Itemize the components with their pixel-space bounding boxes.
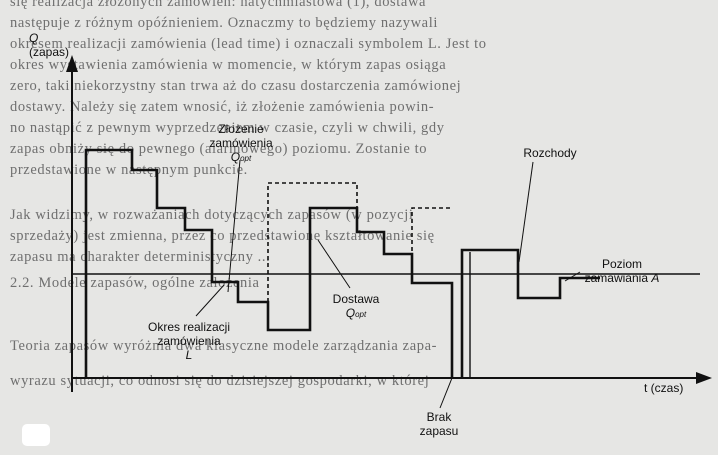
y-axis-label: Q (zapas) xyxy=(29,31,69,59)
stockout-label: Brak zapasu xyxy=(419,410,459,438)
stockout-leader xyxy=(439,377,453,409)
y-axis-arrow xyxy=(66,55,78,72)
order-leader xyxy=(227,159,241,293)
reorder-leader xyxy=(564,271,581,282)
background-text-line: Jak widzimy, w rozważaniach dotyczących … xyxy=(10,207,414,223)
usage-leader xyxy=(518,161,534,263)
order-label: Złożenie zamówienia Qopt xyxy=(209,122,273,164)
background-text-line: Teoria zapasów wyróżnia dwa klasyczne mo… xyxy=(10,338,438,354)
lead-time-leader xyxy=(195,284,225,317)
background-text-line: sprzedaży) jest zmienna, przez co przeds… xyxy=(10,228,435,244)
inventory-level-line xyxy=(84,148,454,378)
background-text-line: przedstawione w następnym punkcie. xyxy=(10,162,248,178)
corner-white-box xyxy=(22,424,50,446)
x-axis-label: t (czas) xyxy=(644,381,684,395)
background-text-line: okresem realizacji zamówienia (lead time… xyxy=(10,36,487,52)
y-axis-description: (zapas) xyxy=(29,45,70,59)
y-axis-symbol: Q xyxy=(29,31,39,45)
background-text-line: zapasu ma charakter deterministyczny ... xyxy=(10,249,271,265)
planned-delivery-dashed-2 xyxy=(411,207,452,258)
background-text-line: się realizacja złożonych zamówień: natyc… xyxy=(10,0,427,10)
reorder-level-label: Poziom zamawiania A xyxy=(584,257,660,285)
inventory-level-line-2 xyxy=(460,248,600,378)
delivery-label: Dostawa Qopt xyxy=(332,292,380,320)
background-text-line: dostawy. Należy się zatem wnosić, iż zło… xyxy=(10,99,435,115)
background-text-line: zero, taki niekorzystny stan trwa aż do … xyxy=(10,78,462,94)
background-text-line: następuje z różnym opóźnieniem. Oznaczmy… xyxy=(10,15,438,31)
background-text-line: no nastąpić z pewnym wyprzedzeniem w cza… xyxy=(10,120,445,136)
usage-label: Rozchody xyxy=(523,146,577,160)
delivery-leader xyxy=(317,239,351,289)
x-axis-arrow xyxy=(696,372,712,384)
lead-time-label: Okres realizacji zamówienia L xyxy=(147,320,231,362)
background-text-line: okres wystawienia zamówienia w momencie,… xyxy=(10,57,447,73)
planned-delivery-dashed-1 xyxy=(267,182,358,330)
background-text-line: zapas obniży się do pewnego (alarmowego)… xyxy=(10,141,428,157)
